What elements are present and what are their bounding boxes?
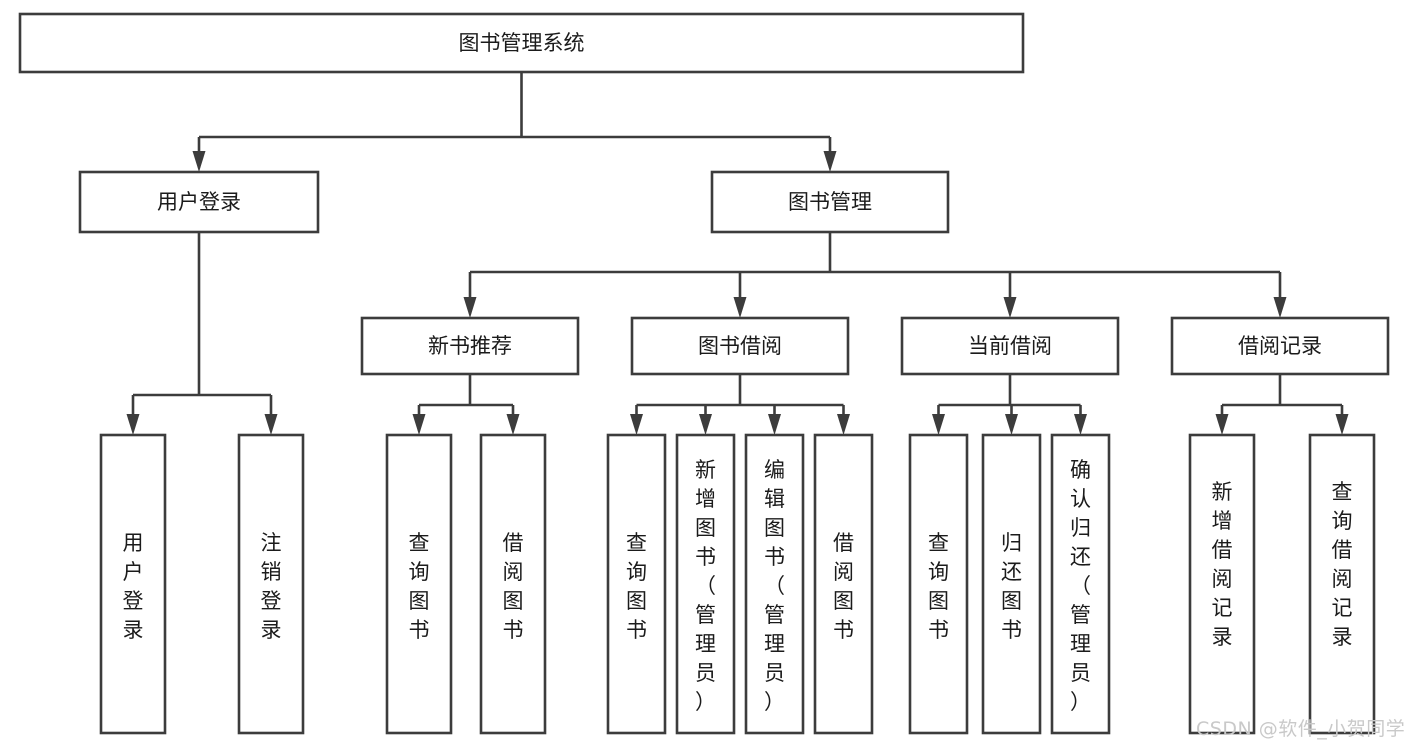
node-label: 图书管理系统: [459, 31, 585, 55]
node-label: 注销登录: [261, 531, 282, 642]
node-box: [1308, 433, 1376, 735]
node-leaf-query-book-3[interactable]: 查询图书: [908, 433, 969, 735]
node-box: [630, 316, 850, 376]
arrowhead-icon: [192, 151, 206, 172]
arrowhead-icon: [699, 414, 712, 435]
node-box: [99, 433, 167, 735]
node-leaf-add-borrow-record[interactable]: 新增借阅记录: [1188, 433, 1256, 735]
node-label: 图书管理: [788, 190, 872, 214]
node-label: 新增图书（管理员）: [695, 458, 716, 714]
node-leaf-edit-book-admin[interactable]: 编辑图书（管理员）: [744, 433, 805, 735]
arrowhead-icon: [1003, 297, 1017, 318]
node-book-borrow[interactable]: 图书借阅: [630, 316, 850, 376]
arrowhead-icon: [932, 414, 945, 435]
arrowhead-icon: [126, 414, 140, 435]
node-user-login[interactable]: 用户登录: [78, 170, 320, 234]
arrowhead-icon: [463, 297, 477, 318]
node-box: [479, 433, 547, 735]
arrowhead-icon: [1273, 297, 1287, 318]
node-box: [908, 433, 969, 735]
arrowhead-icon: [264, 414, 278, 435]
connector-group-bus-root: [192, 72, 837, 172]
arrowhead-icon: [837, 414, 850, 435]
node-label: 新书推荐: [428, 334, 512, 358]
node-box: [813, 433, 874, 735]
node-new-book-rec[interactable]: 新书推荐: [360, 316, 580, 376]
connector-group-bus-borrow-record: [1215, 374, 1349, 435]
node-box: [675, 433, 736, 735]
node-box: [78, 170, 320, 234]
node-label: 查询图书: [928, 531, 949, 642]
node-label: 查询图书: [409, 531, 430, 642]
csdn-watermark: CSDN @软件_小贺同学: [1196, 718, 1405, 740]
node-leaf-logout[interactable]: 注销登录: [237, 433, 305, 735]
node-box: [237, 433, 305, 735]
arrowhead-icon: [506, 414, 520, 435]
node-label: 借阅记录: [1238, 334, 1322, 358]
node-leaf-return-book[interactable]: 归还图书: [981, 433, 1042, 735]
node-leaf-user-login[interactable]: 用户登录: [99, 433, 167, 735]
node-label: 编辑图书（管理员）: [764, 458, 785, 714]
node-label: 借阅图书: [833, 531, 854, 642]
node-leaf-query-book-1[interactable]: 查询图书: [385, 433, 453, 735]
node-layer: 图书管理系统用户登录图书管理新书推荐图书借阅当前借阅借阅记录用户登录注销登录查询…: [18, 12, 1390, 735]
node-label: 确认归还（管理员）: [1070, 458, 1091, 714]
node-box: [606, 433, 667, 735]
node-borrow-record[interactable]: 借阅记录: [1170, 316, 1390, 376]
node-leaf-query-book-2[interactable]: 查询图书: [606, 433, 667, 735]
node-leaf-borrow-book-1[interactable]: 借阅图书: [479, 433, 547, 735]
node-label: 当前借阅: [968, 334, 1052, 358]
node-current-borrow[interactable]: 当前借阅: [900, 316, 1120, 376]
node-label: 查询图书: [626, 531, 647, 642]
arrowhead-icon: [823, 151, 837, 172]
node-box: [981, 433, 1042, 735]
node-label: 查询借阅记录: [1332, 480, 1353, 649]
node-leaf-borrow-book-2[interactable]: 借阅图书: [813, 433, 874, 735]
connector-group-bus-new-book-rec: [412, 374, 520, 435]
connector-group-bus-current-borrow: [932, 374, 1087, 435]
connector-group-bus-book-borrow: [630, 374, 850, 435]
node-box: [1170, 316, 1390, 376]
connector-group-bus-user-login: [126, 232, 278, 435]
node-label: 归还图书: [1001, 531, 1022, 642]
node-box: [710, 170, 950, 234]
node-box: [900, 316, 1120, 376]
node-label: 新增借阅记录: [1212, 480, 1233, 649]
node-box: [744, 433, 805, 735]
node-label: 用户登录: [157, 190, 241, 214]
node-book-manage[interactable]: 图书管理: [710, 170, 950, 234]
node-box: [360, 316, 580, 376]
arrowhead-icon: [630, 414, 643, 435]
node-label: 借阅图书: [503, 531, 524, 642]
connector-group-bus-book-manage: [463, 232, 1287, 318]
arrowhead-icon: [1074, 414, 1087, 435]
arrowhead-icon: [412, 414, 426, 435]
node-box: [1050, 433, 1111, 735]
arrowhead-icon: [1215, 414, 1229, 435]
node-root[interactable]: 图书管理系统: [18, 12, 1025, 74]
arrowhead-icon: [768, 414, 781, 435]
node-box: [18, 12, 1025, 74]
node-box: [1188, 433, 1256, 735]
arrowhead-icon: [1335, 414, 1349, 435]
node-box: [385, 433, 453, 735]
node-label: 图书借阅: [698, 334, 782, 358]
arrowhead-icon: [1005, 414, 1018, 435]
node-label: 用户登录: [123, 531, 144, 642]
node-leaf-add-book-admin[interactable]: 新增图书（管理员）: [675, 433, 736, 735]
node-leaf-query-borrow-record[interactable]: 查询借阅记录: [1308, 433, 1376, 735]
arrowhead-icon: [733, 297, 747, 318]
node-leaf-confirm-return-admin[interactable]: 确认归还（管理员）: [1050, 433, 1111, 735]
connector-layer: [126, 72, 1349, 435]
